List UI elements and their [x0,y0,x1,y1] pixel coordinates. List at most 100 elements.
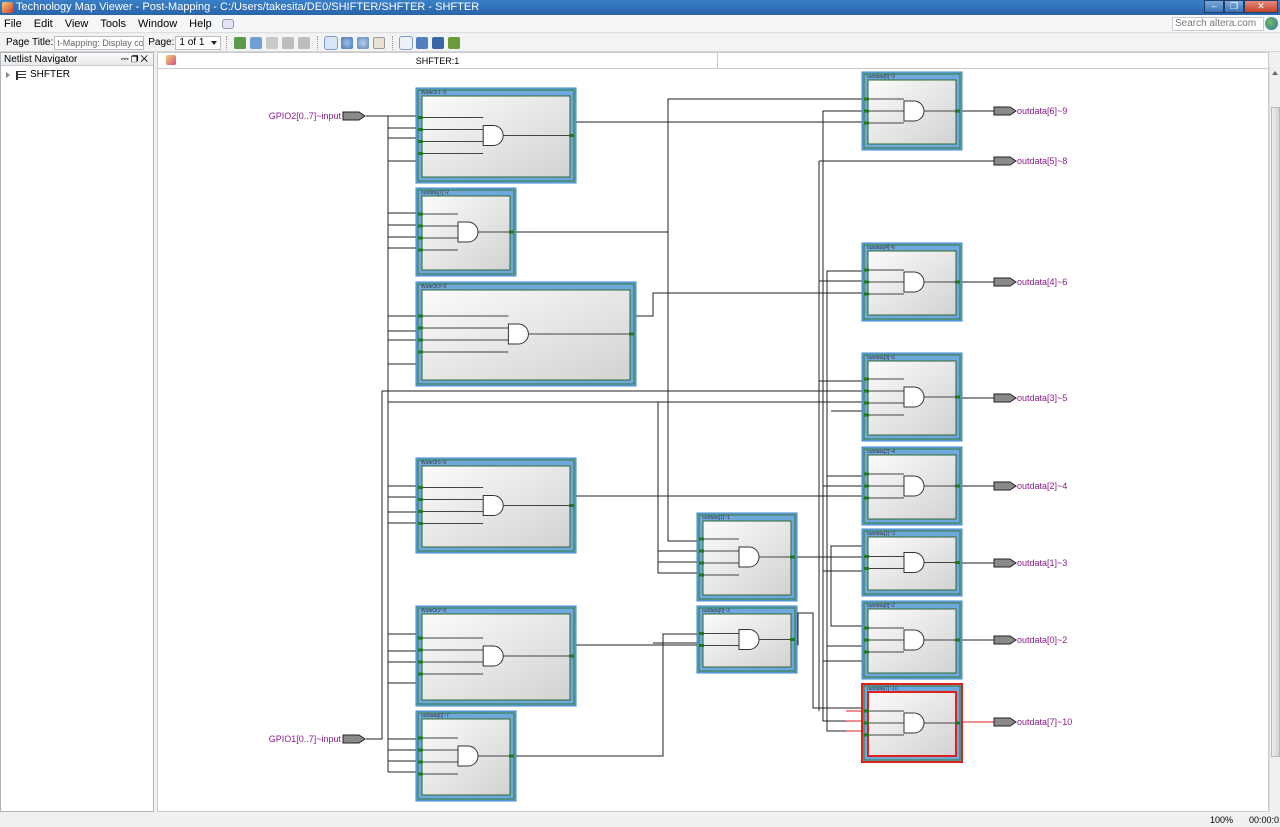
zoom-fit-icon[interactable] [357,36,370,49]
output-pin-icon [993,393,1017,403]
input-port [864,555,869,558]
output-port [955,484,960,488]
tree-item-shfter[interactable]: SHFTER [1,68,153,82]
restore-button[interactable]: ❐ [1224,0,1244,13]
wire [366,115,389,772]
input-pin-label: GPIO1[0..7]~input [269,734,342,744]
expand-icon[interactable] [6,72,10,78]
back-icon[interactable] [250,36,263,49]
toolbar-divider [226,35,228,50]
pan-hand-icon[interactable] [373,36,386,49]
page-select[interactable]: 1 of 1 [175,35,222,50]
output-port [569,654,574,658]
output-port [955,109,960,113]
page-title-input[interactable]: t-Mapping: Display content [54,35,145,50]
menu-help[interactable]: Help [189,17,212,30]
help-chat-icon[interactable] [221,18,234,29]
forward-icon[interactable] [266,36,279,49]
title-bar: Technology Map Viewer - Post-Mapping - C… [0,0,1280,15]
input-port [418,314,423,318]
input-port [418,326,423,330]
input-pin-label: GPIO2[0..7]~input [269,111,342,121]
schematic-svg[interactable]: WideOr1~0outdata[7]~2WideOr3~0WideOr5~0W… [158,53,1269,812]
globe-icon[interactable] [1265,17,1278,30]
input-port [864,484,869,488]
and-gate-icon [903,271,925,293]
input-port [864,280,869,284]
output-port [569,134,574,137]
netlist-navigator-title: Netlist Navigator [4,54,78,65]
copy-icon[interactable] [432,36,445,49]
tool-icon[interactable] [448,36,461,49]
output-pin: outdata[1]~3 [993,558,1067,568]
block-label: outdata[4]~6 [867,245,895,251]
output-pin-label: outdata[5]~8 [1017,156,1067,166]
toolbar: Page Title: t-Mapping: Display content P… [0,34,1280,52]
logic-block: outdata[0]~2 [861,600,963,680]
input-pin: GPIO2[0..7]~input [269,111,366,121]
tab-strip: SHFTER:1 [158,53,1268,69]
refresh-icon[interactable] [234,36,247,49]
menu-view[interactable]: View [64,17,89,30]
netlist-navigator-panel: Netlist Navigator ⎓❐✕ SHFTER [0,52,154,812]
page-title-label: Page Title: [6,37,54,48]
search-input[interactable]: Search altera.com [1172,17,1264,31]
input-port [418,486,423,489]
logic-block: outdata[7]~2 [415,187,517,277]
input-port [418,128,423,131]
block-label: outdata[1]~3 [867,531,895,537]
output-port [509,754,514,758]
block-label: outdata[1]~1 [702,515,730,521]
vertical-scrollbar[interactable] [1269,67,1280,812]
input-port [418,510,423,513]
output-pin-label: outdata[3]~5 [1017,393,1067,403]
input-port [699,549,704,553]
logic-block: WideOr2~0 [415,605,577,707]
input-port [418,140,423,143]
hierarchy-icon [16,70,26,80]
menu-edit[interactable]: Edit [33,17,53,30]
close-button[interactable]: ✕ [1244,0,1278,13]
float-icon[interactable]: ❐ [130,54,141,65]
input-port [864,626,869,630]
input-port [864,638,869,642]
wire [826,270,863,732]
and-gate-icon [903,712,925,734]
and-gate-icon [738,629,760,650]
properties-icon[interactable] [416,36,429,49]
tab-page[interactable]: SHFTER:1 [158,53,718,69]
output-pin-icon [993,156,1017,166]
output-pin-icon [993,558,1017,568]
input-port [418,224,423,228]
logic-block: outdata[0]~3 [696,605,798,674]
output-pin: outdata[4]~6 [993,277,1067,287]
block-label: outdata[6]~9 [867,74,895,80]
go-up-icon[interactable] [282,36,295,49]
scrollbar-thumb[interactable] [1271,107,1280,757]
zoom-in-icon[interactable] [341,36,354,49]
minimize-button[interactable]: – [1204,0,1224,13]
input-port [864,389,869,393]
close-panel-icon[interactable]: ✕ [140,54,150,65]
scroll-up-icon[interactable] [1272,71,1278,75]
input-port [864,721,869,725]
menu-tools[interactable]: Tools [100,17,127,30]
menu-window[interactable]: Window [138,17,178,30]
page-select-value: 1 of 1 [179,36,205,48]
logic-block: outdata[2]~4 [861,446,963,526]
input-port [418,522,423,525]
netlist-view-icon[interactable] [399,35,414,50]
block-label: outdata[2]~4 [867,449,895,455]
logic-block: outdata[7]~10 [861,683,963,763]
pin-icon[interactable]: ⎓ [120,54,131,65]
input-port [864,109,869,113]
input-port [864,733,869,737]
go-down-icon[interactable] [298,36,311,49]
wire [366,390,863,740]
menu-file[interactable]: File [4,17,22,30]
wire [830,545,863,627]
and-gate-icon [738,546,760,568]
input-port [864,650,869,654]
select-icon[interactable] [324,35,339,50]
